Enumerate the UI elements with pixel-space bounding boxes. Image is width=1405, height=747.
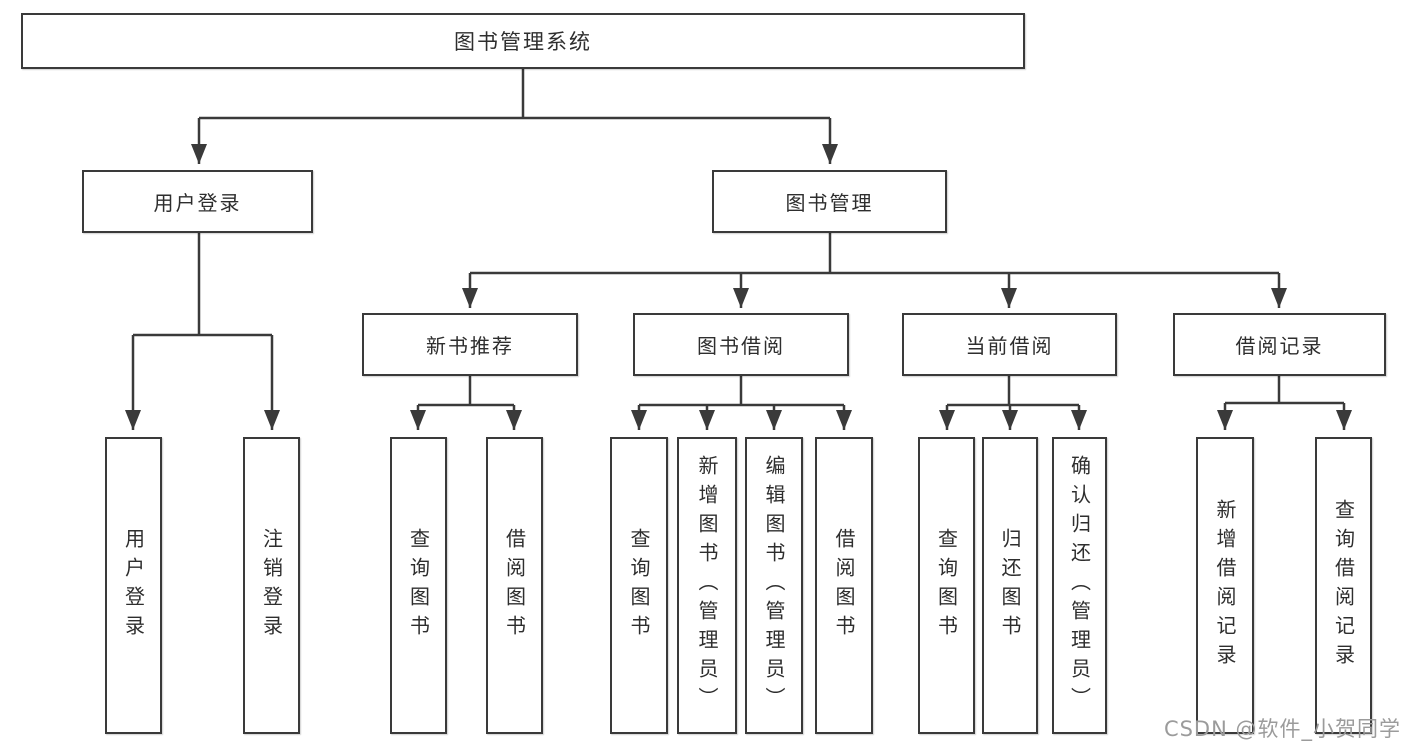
leaf-confirm-return-admin: 确认归还（管理员）: [1052, 437, 1107, 734]
leaf-logout: 注销登录: [243, 437, 300, 734]
node-book-management-branch: 图书管理: [712, 170, 947, 233]
node-current-borrowing: 当前借阅: [902, 313, 1117, 376]
leaf-return-books: 归还图书: [982, 437, 1038, 734]
leaf-add-borrow-record: 新增借阅记录: [1196, 437, 1254, 734]
node-book-borrowing: 图书借阅: [633, 313, 849, 376]
leaf-query-borrow-record: 查询借阅记录: [1315, 437, 1372, 734]
csdn-watermark: CSDN @软件_小贺同学: [1163, 717, 1401, 741]
node-system-root: 图书管理系统: [21, 13, 1025, 69]
leaf-edit-books-admin: 编辑图书（管理员）: [745, 437, 803, 734]
leaf-borrow-books: 借阅图书: [815, 437, 873, 734]
leaf-query-books-current: 查询图书: [918, 437, 975, 734]
node-user-login-branch: 用户登录: [82, 170, 313, 233]
node-new-book-recommendation: 新书推荐: [362, 313, 578, 376]
leaf-borrow-books-recommend: 借阅图书: [486, 437, 543, 734]
node-borrowing-records: 借阅记录: [1173, 313, 1386, 376]
leaf-query-books-recommend: 查询图书: [390, 437, 447, 734]
leaf-query-books-borrowing: 查询图书: [610, 437, 668, 734]
leaf-add-books-admin: 新增图书（管理员）: [677, 437, 737, 734]
leaf-user-login: 用户登录: [105, 437, 162, 734]
